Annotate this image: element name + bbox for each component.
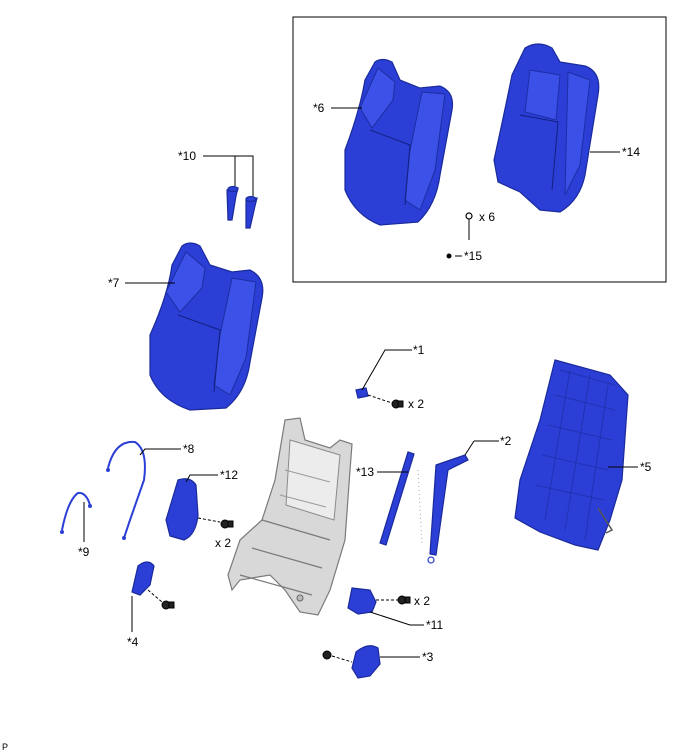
part-10-headrest-supports [226, 185, 258, 229]
label-13: *13 [356, 465, 374, 479]
part-3-cover [322, 645, 381, 679]
part-7-seatback-assembly [149, 242, 264, 411]
label-9: *9 [78, 545, 90, 559]
label-14: *14 [622, 145, 640, 159]
label-2: *2 [500, 434, 512, 448]
inset-box [292, 16, 667, 283]
trim-guide-line [417, 469, 423, 546]
label-12: *12 [220, 468, 238, 482]
qty-15: x 6 [479, 210, 495, 224]
label-4: *4 [127, 635, 139, 649]
part-6-seatback-cover [344, 58, 454, 226]
leader-lines [83, 107, 638, 658]
label-15: *15 [464, 249, 482, 263]
part-15-hog-ring [446, 212, 473, 259]
part-1-clip [355, 387, 404, 409]
label-10: *10 [178, 149, 196, 163]
part-11-cover [347, 587, 411, 615]
part-4-cover [131, 561, 175, 610]
qty-11: x 2 [414, 594, 430, 608]
label-11: *11 [426, 618, 443, 632]
corner-mark: P [2, 742, 8, 752]
label-3: *3 [422, 650, 434, 664]
part-8-wire [106, 440, 146, 540]
part-5-rear-board [514, 359, 629, 551]
label-5: *5 [640, 460, 652, 474]
part-2-side-trim [427, 454, 469, 564]
qty-1: x 2 [408, 397, 424, 411]
label-1: *1 [413, 343, 425, 357]
seatback-frame [227, 417, 353, 616]
qty-12: x 2 [215, 536, 231, 550]
label-8: *8 [183, 442, 195, 456]
part-14-seatback-pad [493, 43, 600, 213]
part-9-wire [60, 491, 92, 534]
part-13-side-trim [379, 451, 415, 546]
part-12-cover [165, 478, 234, 541]
label-7: *7 [108, 276, 120, 290]
label-6: *6 [313, 101, 325, 115]
